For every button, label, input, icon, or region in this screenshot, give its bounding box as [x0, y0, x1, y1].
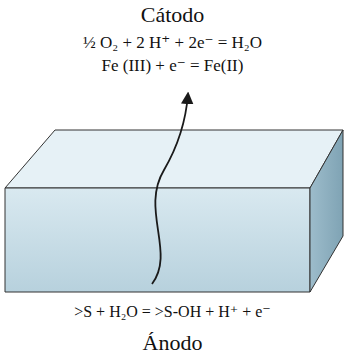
electrode-title: Cátodo — [0, 2, 345, 27]
reaction-equation: >S + H₂O = >S-OH + H⁺ + e⁻ — [0, 303, 345, 321]
top-face — [5, 130, 343, 188]
side-face — [310, 130, 343, 292]
reaction-equation: Fe (III) + e⁻ = Fe(II) — [0, 56, 345, 76]
electrode-title: Ánodo — [0, 330, 345, 355]
reaction-equation: ½ O₂ + 2 H⁺ + 2e⁻ = H₂O — [0, 33, 345, 53]
electron-flow-arrow — [152, 94, 188, 284]
